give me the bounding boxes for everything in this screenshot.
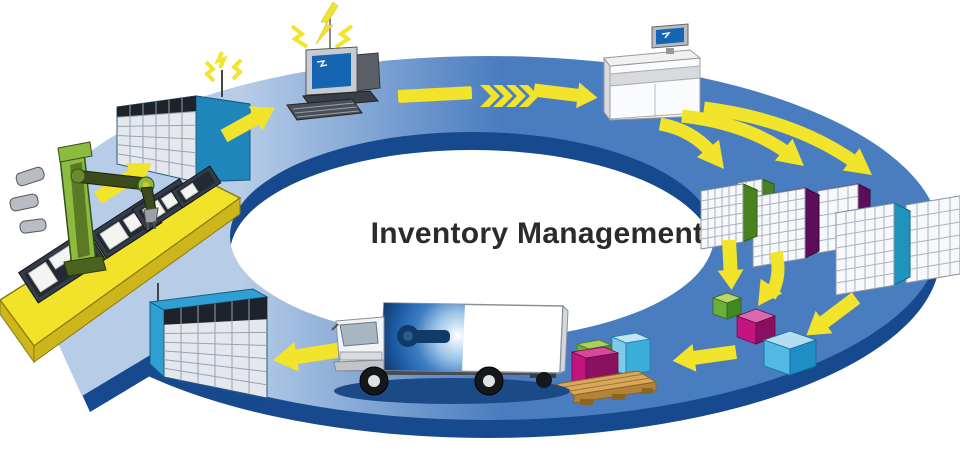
computer-tower: [354, 52, 381, 92]
flow-arrow-rack-to-cube-magenta: [758, 250, 785, 306]
robot-elbow-cap: [143, 182, 149, 188]
flow-arrow-rack-to-cube-blue: [806, 292, 861, 336]
picked-cube-blue: [762, 330, 818, 376]
pallet-block: [580, 399, 593, 405]
truck-mirror: [331, 323, 339, 331]
truck-graphic-bolt-hub: [403, 331, 413, 341]
robot-cylinder: [9, 193, 39, 212]
diagram-title: Inventory Management: [371, 217, 704, 250]
rack-cyan-back-front: [905, 195, 960, 284]
truck-windshield: [339, 321, 379, 347]
cabinet-grid: [116, 98, 197, 179]
robot-head: [57, 141, 93, 163]
truck-wheel-rear: [536, 372, 552, 388]
flow-arrow-station-to-rack-cyan: [703, 101, 872, 175]
flow-arrow-computer-to-station: [397, 82, 598, 109]
rack-magenta-side: [804, 187, 820, 259]
screen-glint: [316, 60, 328, 68]
flow-arrow-station-to-rack-green: [658, 117, 724, 169]
truck-rear-panel: [559, 304, 569, 374]
cabinet-grid: [163, 299, 268, 395]
cabinet-side: [195, 95, 251, 183]
truck-grille: [339, 351, 383, 361]
robot-cylinder: [15, 166, 45, 187]
outbound-storage-cabinet: [148, 283, 269, 399]
truck-wheel-hub: [483, 375, 495, 387]
conveyor-end: [0, 299, 35, 364]
key-row: [292, 102, 355, 110]
inbound-storage-cabinet: [116, 51, 251, 183]
robot-shoulder-joint: [70, 168, 86, 184]
cabinet-end: [149, 301, 165, 379]
wireless-spark-icon: [290, 24, 309, 49]
flow-arrow-rack-to-cube-green: [717, 239, 744, 290]
robot-arm: [9, 141, 159, 277]
flow-arrow-cubes-to-pallet: [672, 343, 737, 372]
pallet-slat: [569, 377, 651, 392]
wireless-spark-icon: [334, 24, 354, 49]
robot-gripper-finger: [153, 220, 156, 230]
station-band: [609, 65, 701, 87]
robot-cylinder: [19, 218, 47, 234]
monitor-stand: [666, 48, 674, 54]
pallet-shipment: [554, 332, 658, 405]
flow-arrow-cabinet-to-computer: [220, 106, 275, 143]
pallet-block: [612, 394, 625, 400]
truck-wheel-hub: [368, 375, 380, 387]
box-cyan: [625, 338, 651, 376]
wireless-spark-icon: [231, 58, 243, 81]
screen-glint: [661, 31, 671, 39]
pallet-slat: [563, 373, 645, 388]
truck-shadow: [334, 378, 570, 404]
robot-mast-detail: [70, 162, 90, 258]
wireless-spark-icon: [214, 51, 228, 69]
monitor-screen: [312, 53, 351, 89]
delivery-truck: [331, 302, 569, 396]
station-left-side: [603, 56, 611, 122]
processing-station: [603, 23, 702, 122]
wireless-computer: [286, 1, 381, 121]
pallet-block: [642, 388, 653, 394]
flow-arrow-truck-to-cabinet: [272, 340, 354, 372]
flow-arrow-station-to-rack-magenta: [681, 109, 804, 166]
picked-cube-magenta: [735, 308, 777, 345]
rack-green-side: [742, 183, 758, 243]
station-screen: [656, 27, 684, 45]
robot-gripper: [143, 207, 159, 224]
key-row: [296, 110, 360, 118]
key-row: [294, 106, 358, 114]
pallet-edge: [573, 381, 657, 404]
robot-base: [63, 255, 107, 277]
rack-cyan-front: [835, 202, 895, 296]
picked-cube-green: [711, 292, 743, 320]
station-top: [603, 49, 702, 67]
parts-tray: [170, 165, 222, 209]
wireless-bolt-icon: [315, 1, 339, 45]
rack-cyan-side: [893, 202, 911, 286]
wireless-spark-icon: [204, 60, 216, 83]
rack-magenta-front: [752, 187, 806, 268]
storage-racks: [699, 178, 960, 296]
rack-green-front: [700, 183, 744, 250]
